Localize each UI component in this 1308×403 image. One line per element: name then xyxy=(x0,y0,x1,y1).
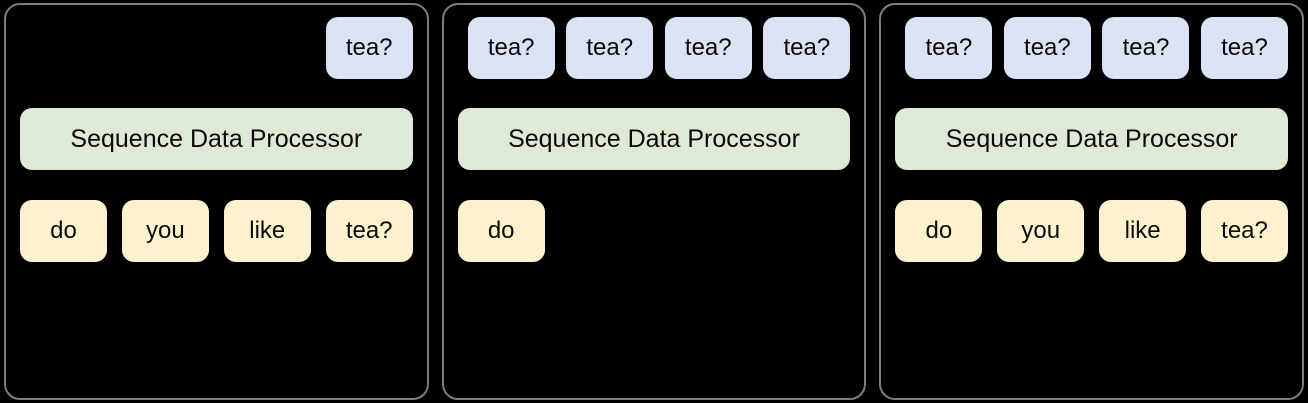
output-token: tea? xyxy=(664,17,752,79)
processor-box: Sequence Data Processor xyxy=(457,108,851,170)
input-token: do xyxy=(20,200,107,262)
processor-box: Sequence Data Processor xyxy=(20,108,413,170)
input-token: like xyxy=(1099,200,1187,262)
output-token: tea? xyxy=(325,17,413,79)
processor-row: Sequence Data Processor xyxy=(895,108,1289,170)
input-token: tea? xyxy=(325,200,413,262)
input-token: like xyxy=(223,200,311,262)
input-token-row: do xyxy=(457,200,851,262)
panel-3: tea? tea? tea? tea? Sequence Data Proces… xyxy=(879,3,1305,400)
processor-box: Sequence Data Processor xyxy=(895,108,1289,170)
output-token-row: tea? tea? tea? tea? xyxy=(895,17,1288,79)
output-token: tea? xyxy=(467,17,555,79)
input-token: do xyxy=(895,200,983,262)
output-token: tea? xyxy=(763,17,851,79)
output-token-row: tea? tea? tea? tea? xyxy=(458,17,851,79)
output-token: tea? xyxy=(905,17,993,79)
input-token-row: do you like tea? xyxy=(20,200,413,262)
output-token-row: tea? xyxy=(20,17,413,79)
output-token: tea? xyxy=(1200,17,1288,79)
output-token: tea? xyxy=(1003,17,1091,79)
input-token-row: do you like tea? xyxy=(895,200,1289,262)
processor-row: Sequence Data Processor xyxy=(20,108,413,170)
input-token: tea? xyxy=(1201,200,1289,262)
panel-2: tea? tea? tea? tea? Sequence Data Proces… xyxy=(441,3,867,400)
input-token: you xyxy=(121,200,209,262)
panel-1: tea? Sequence Data Processor do you like… xyxy=(4,3,429,400)
output-token: tea? xyxy=(566,17,654,79)
processor-row: Sequence Data Processor xyxy=(457,108,851,170)
input-token: do xyxy=(457,200,545,262)
output-token: tea? xyxy=(1102,17,1190,79)
input-token: you xyxy=(997,200,1085,262)
